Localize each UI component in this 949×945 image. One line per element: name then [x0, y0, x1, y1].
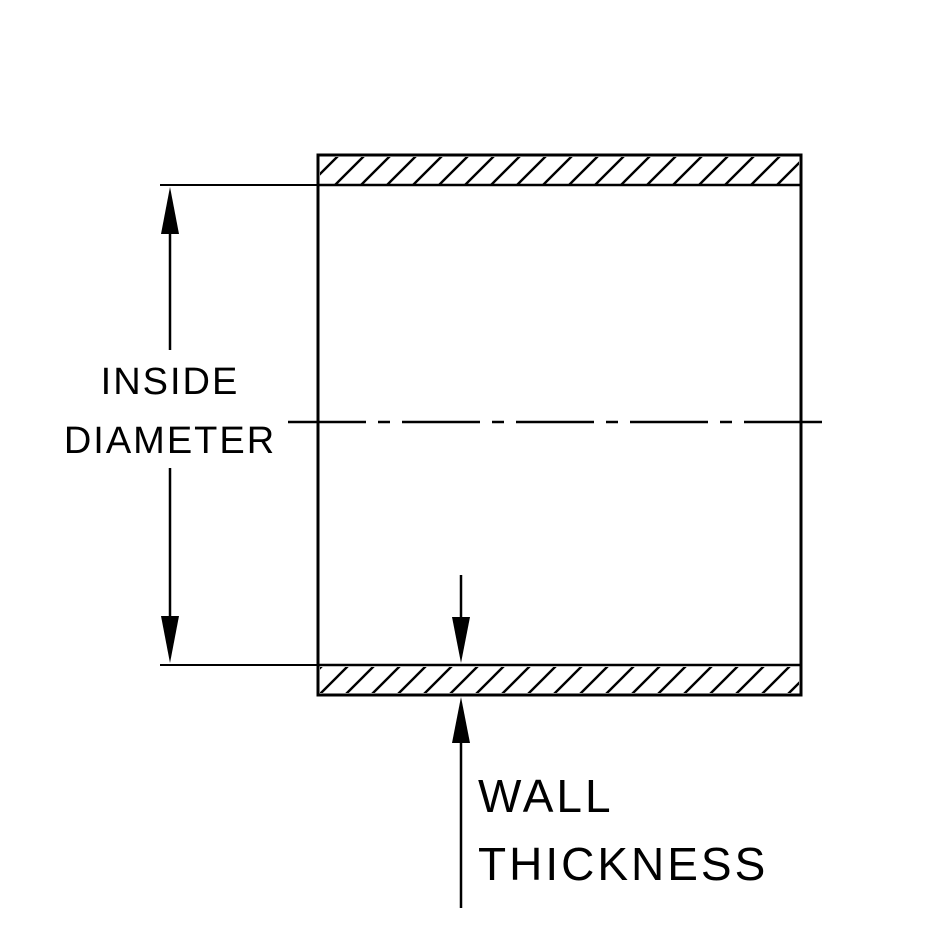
- arrowhead-up-icon: [452, 697, 470, 743]
- inside-diameter-label-line2: DIAMETER: [64, 420, 276, 462]
- wall-thickness-label-line2: THICKNESS: [478, 838, 768, 890]
- arrowhead-up-icon: [161, 187, 179, 234]
- bottom-wall-hatch: [320, 667, 799, 693]
- wall-thickness-label-line1: WALL: [478, 770, 614, 822]
- inside-diameter-label-line1: INSIDE: [101, 361, 240, 403]
- tube-body-outline: [316, 153, 803, 697]
- arrowhead-down-icon: [161, 616, 179, 663]
- arrowhead-down-icon: [452, 617, 470, 663]
- top-wall-hatch: [320, 157, 799, 184]
